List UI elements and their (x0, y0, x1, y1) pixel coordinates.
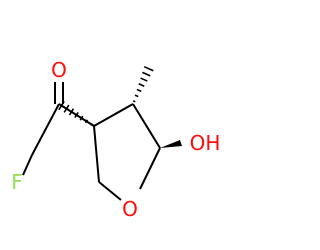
hash-line (63, 104, 70, 113)
bond-c3-c4 (93, 103, 134, 127)
hash-line (143, 65, 154, 72)
stereo-hashed-bond-c3-carbonyl (58, 100, 93, 126)
stereo-wedge-bond-c5-hydroxyl (160, 140, 182, 148)
bond-ring-oxygen-c2 (98, 181, 122, 201)
bond-c4-c5 (132, 103, 161, 149)
hash-line (142, 71, 151, 77)
bond-c2-c3 (93, 125, 100, 183)
hash-line (74, 111, 79, 119)
molecule-structure: O F OH O (11, 58, 221, 221)
hash-line (90, 123, 93, 126)
stereo-hashed-bond-c4-methyl (132, 65, 154, 103)
hash-line (138, 83, 145, 87)
bond-c5-ring-oxygen (139, 147, 161, 190)
hash-line (134, 94, 139, 98)
bond-ch2-fluorine (22, 154, 33, 176)
fluorine-label: F (11, 170, 23, 194)
hash-line (84, 119, 89, 124)
ring-oxygen-label: O (122, 197, 138, 221)
hash-line (132, 100, 136, 103)
hydroxyl-label: OH (190, 131, 221, 155)
hash-line (136, 88, 142, 93)
bond-c-ch2f (31, 103, 60, 156)
hash-line (140, 77, 148, 82)
hash-line (58, 100, 65, 111)
hash-line (68, 108, 75, 116)
carbonyl-oxygen-label: O (51, 58, 67, 82)
hash-line (79, 115, 84, 121)
